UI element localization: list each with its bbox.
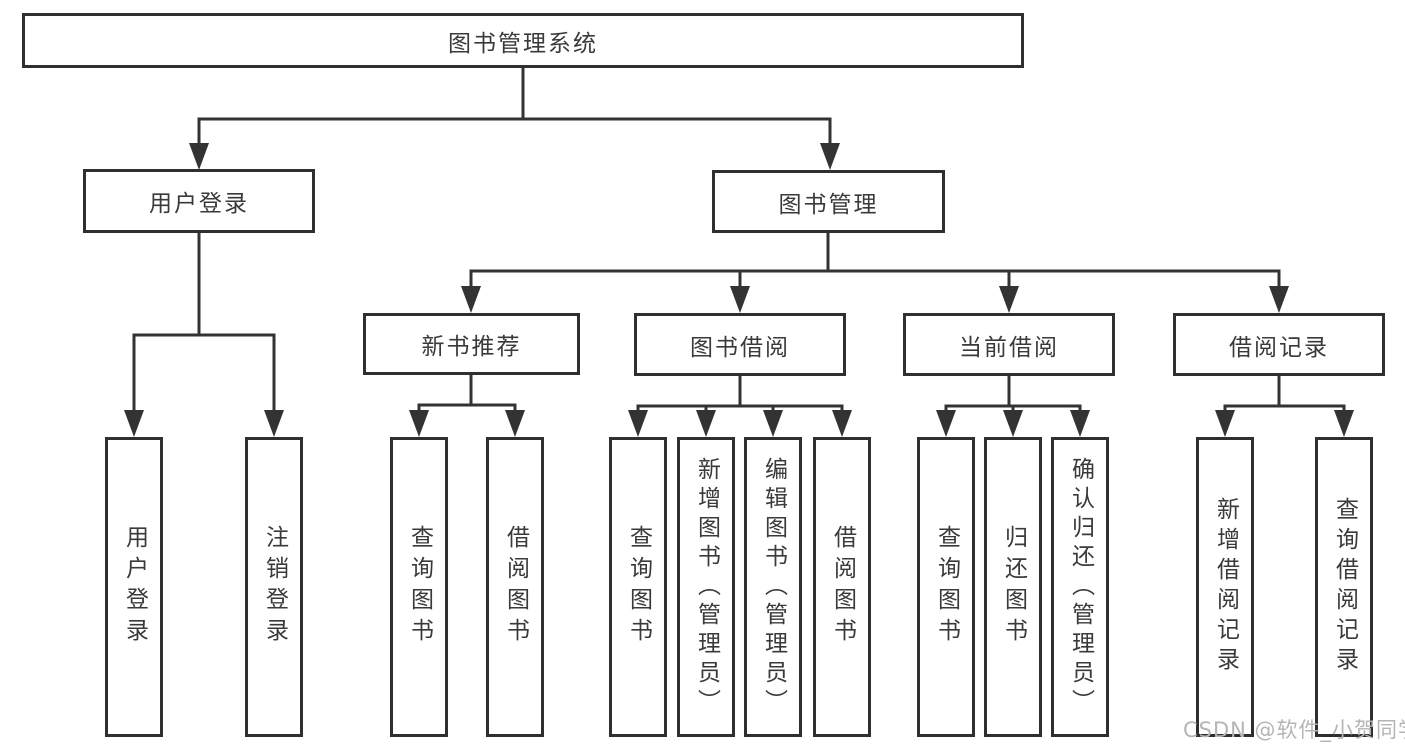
arrowhead-icon	[264, 410, 284, 437]
leaf-cb-confirm-return: 确认归还（管理员）	[1051, 437, 1109, 737]
leaf-bb-borrow-book: 借阅图书	[813, 437, 871, 737]
leaf-cb-return-book: 归还图书	[984, 437, 1042, 737]
node-book-management: 图书管理	[712, 170, 945, 233]
leaf-logout: 注销登录	[245, 437, 303, 737]
arrowhead-icon	[1334, 410, 1354, 437]
arrowhead-icon	[820, 143, 840, 170]
arrowhead-icon	[628, 410, 648, 437]
arrowhead-icon	[1269, 286, 1289, 313]
arrowhead-icon	[936, 410, 956, 437]
arrowhead-icon	[1003, 410, 1023, 437]
node-root: 图书管理系统	[22, 13, 1024, 68]
arrowhead-icon	[832, 410, 852, 437]
leaf-cb-query-book: 查询图书	[917, 437, 975, 737]
leaf-br-query-record: 查询借阅记录	[1315, 437, 1373, 737]
csdn-watermark: CSDN @软件_小贺同学	[1183, 718, 1405, 742]
arrowhead-icon	[999, 286, 1019, 313]
leaf-bb-add-book: 新增图书（管理员）	[677, 437, 735, 737]
arrowhead-icon	[730, 286, 750, 313]
leaf-bb-query-book: 查询图书	[609, 437, 667, 737]
arrowhead-icon	[461, 286, 481, 313]
node-current-borrow: 当前借阅	[903, 313, 1115, 376]
leaf-nbr-borrow-book: 借阅图书	[486, 437, 544, 737]
node-borrow-records: 借阅记录	[1173, 313, 1385, 376]
arrowhead-icon	[505, 410, 525, 437]
arrowhead-icon	[189, 143, 209, 170]
leaf-br-add-record: 新增借阅记录	[1196, 437, 1254, 737]
arrowhead-icon	[1215, 410, 1235, 437]
leaf-bb-edit-book: 编辑图书（管理员）	[744, 437, 802, 737]
node-user-login: 用户登录	[83, 169, 315, 233]
arrowhead-icon	[763, 410, 783, 437]
leaf-nbr-query-book: 查询图书	[390, 437, 448, 737]
arrowhead-icon	[696, 410, 716, 437]
node-new-book-recommend: 新书推荐	[363, 313, 580, 375]
arrowhead-icon	[1070, 410, 1090, 437]
node-book-borrow: 图书借阅	[634, 313, 846, 376]
arrowhead-icon	[124, 410, 144, 437]
arrowhead-icon	[409, 410, 429, 437]
leaf-user-login: 用户登录	[105, 437, 163, 737]
